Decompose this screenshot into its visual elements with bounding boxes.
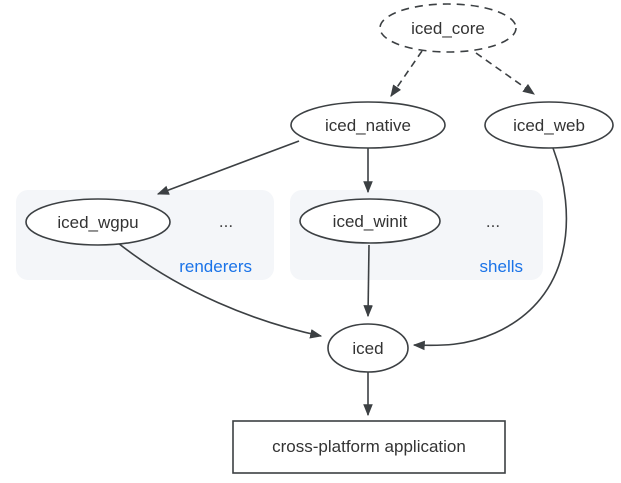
- node-cross-platform-application: cross-platform application: [232, 420, 506, 474]
- iced-winit-label: iced_winit: [333, 212, 408, 231]
- iced-label: iced: [352, 339, 383, 358]
- node-iced-web: iced_web: [484, 101, 614, 149]
- iced-core-ellipse: [379, 3, 517, 53]
- renderers-ellipsis: ...: [219, 212, 233, 231]
- iced-core-label: iced_core: [411, 19, 485, 38]
- node-iced-winit: iced_winit: [299, 198, 441, 244]
- node-iced: iced: [327, 323, 409, 373]
- node-iced-wgpu: iced_wgpu: [25, 198, 171, 246]
- iced-web-ellipse: [484, 101, 614, 149]
- iced-wgpu-ellipse: [25, 198, 171, 246]
- edge-iced-native-to-iced-wgpu: [156, 140, 300, 195]
- cross-platform-application-label: cross-platform application: [272, 437, 466, 456]
- iced-winit-ellipse: [299, 198, 441, 244]
- edge-iced-wgpu-to-iced: [117, 242, 323, 339]
- shells-group-label: shells: [480, 257, 523, 276]
- edge-iced-core-to-iced-native: [390, 50, 423, 97]
- edge-iced-winit-to-iced: [363, 244, 373, 318]
- renderers-group-label: renderers: [179, 257, 252, 276]
- iced-wgpu-label: iced_wgpu: [57, 213, 138, 232]
- edge-iced-core-to-iced-web: [475, 52, 535, 95]
- node-iced-core: iced_core: [379, 3, 517, 53]
- iced-ellipse: [327, 323, 409, 373]
- edge-iced-web-to-iced: [412, 147, 568, 351]
- iced-web-label: iced_web: [513, 116, 585, 135]
- iced-native-label: iced_native: [325, 116, 411, 135]
- iced-native-ellipse: [290, 101, 446, 149]
- node-iced-native: iced_native: [290, 101, 446, 149]
- cross-platform-application-rect: [232, 420, 506, 474]
- shells-ellipsis: ...: [486, 212, 500, 231]
